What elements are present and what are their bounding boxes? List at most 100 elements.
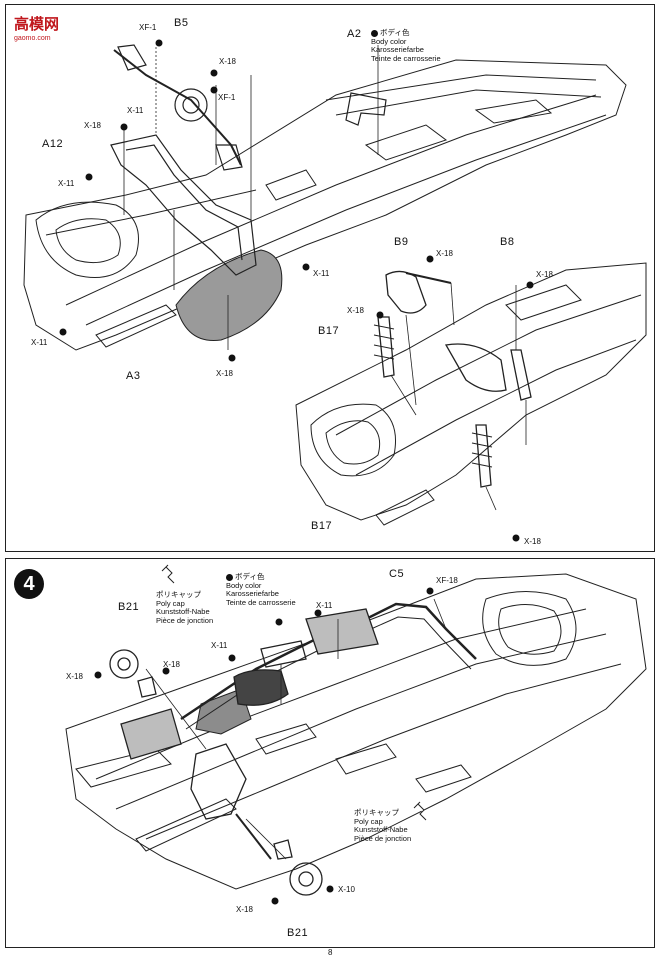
note-line-fr: Teinte de carrosserie — [226, 597, 296, 607]
screw-dot — [275, 618, 283, 626]
screw-dot — [426, 255, 434, 263]
front-drive-shaft — [235, 813, 272, 860]
muffler-rear — [120, 708, 182, 760]
note-line-ja: ボディ色 — [380, 28, 410, 37]
screw-dot — [376, 311, 384, 319]
note-line-de: Kunststoff-Nabe — [156, 607, 210, 616]
chassis-rib-1 — [65, 94, 597, 306]
note-line-fr: Pièce de jonction — [354, 833, 412, 843]
side-sill — [95, 304, 177, 348]
label-xf1-mid: XF-1 — [218, 93, 236, 102]
suspension-arm-a12 — [110, 134, 257, 276]
screw-dot — [314, 609, 322, 617]
muffler-front — [233, 669, 289, 706]
lower-arm-b8-post — [510, 349, 532, 401]
paint-dot-icon — [226, 573, 233, 581]
mudguard-a3 — [175, 249, 283, 342]
right-sill — [375, 489, 435, 526]
poly-cap-bottom — [273, 839, 293, 860]
wheel-arch-left — [35, 201, 139, 278]
front-sill — [135, 798, 237, 852]
floorpan-rib-2 — [115, 633, 607, 810]
body-detail-1 — [364, 124, 448, 161]
chassis-rib-2 — [85, 114, 607, 326]
screw-dot — [162, 667, 170, 675]
body-color-note: ボディ色 Body color Karosseriefarbe Teinte d… — [371, 28, 441, 63]
drive-shaft-b5 — [113, 49, 242, 166]
note-line-ja: ボディ色 — [235, 572, 265, 581]
b9-guide-line — [405, 314, 417, 406]
label-x11-a: X-11 — [211, 641, 228, 650]
step-4-panel: 4 — [5, 558, 655, 948]
chassis-detail-3 — [415, 764, 472, 793]
bracket-a2 — [345, 92, 387, 126]
label-x11-c: X-11 — [313, 269, 330, 278]
screw-dot — [426, 587, 434, 595]
note-line-en: Poly cap — [354, 816, 383, 826]
label-x11-b: X-11 — [58, 179, 75, 188]
screw-dot — [526, 281, 534, 289]
label-x18-g: X-18 — [524, 537, 541, 546]
note-line-ja: ポリキャップ — [354, 808, 399, 817]
step4-guide-line-5 — [245, 818, 287, 860]
note-line-fr: Pièce de jonction — [156, 615, 214, 625]
label-x11-a: X-11 — [127, 106, 144, 115]
label-x18-c: X-18 — [216, 369, 233, 378]
exhaust-pipe-c5 — [180, 602, 477, 721]
label-b9: B9 — [394, 236, 409, 248]
label-b21-bottom: B21 — [287, 927, 309, 939]
screw-dot — [59, 328, 67, 336]
screw-dot — [271, 897, 279, 905]
note-line-en: Body color — [226, 580, 262, 590]
rear-wheel-well-inner — [498, 604, 562, 655]
suspension-arm-a12-inner — [125, 144, 243, 261]
b17-guide-line — [390, 374, 417, 416]
label-b17-bottom: B17 — [311, 520, 333, 532]
diff-housing-inner — [182, 96, 200, 114]
right-wheel-arch — [310, 403, 396, 477]
right-body-detail — [505, 284, 582, 321]
step-3-panel: 高模网 gaomo.com — [5, 4, 655, 552]
chassis-detail-2 — [335, 743, 397, 775]
shock-spring-top — [373, 324, 395, 360]
cv-boot-lower — [215, 144, 243, 171]
front-drive-assembly — [190, 743, 247, 820]
label-b21-top: B21 — [118, 601, 140, 613]
label-c5: C5 — [389, 568, 405, 580]
chassis-rib-3 — [45, 189, 257, 236]
poly-cap-icon-top — [161, 564, 175, 584]
poly-cap-note-top: ポリキャップ Poly cap Kunststoff-Nabe Pièce de… — [156, 590, 214, 625]
poly-cap-top — [137, 676, 157, 698]
label-x11-d: X-11 — [31, 338, 48, 347]
body-detail-2 — [474, 99, 553, 124]
wheel-hub-b21-top — [109, 649, 139, 679]
chassis-detail-1 — [255, 723, 317, 755]
screw-dot — [210, 86, 218, 94]
note-line-en: Poly cap — [156, 598, 185, 608]
label-x18-e: X-18 — [536, 270, 553, 279]
front-crossmember — [75, 748, 172, 788]
note-line-de: Kunststoff-Nabe — [354, 825, 408, 834]
step4-guide-line-4 — [433, 598, 447, 630]
b17-guide-line-2 — [485, 486, 497, 511]
note-line-ja: ポリキャップ — [156, 590, 201, 599]
wheel-hub-b21-top-inner — [117, 657, 131, 671]
label-x18-b: X-18 — [84, 121, 101, 130]
note-line-fr: Teinte de carrosserie — [371, 53, 441, 63]
screw-dot — [155, 39, 163, 47]
label-xf1-top: XF-1 — [139, 23, 157, 32]
wheel-arch-inner — [55, 218, 121, 264]
rear-chassis-right-outline — [295, 262, 647, 521]
screw-dot — [94, 671, 102, 679]
step-4-assembly-drawing — [65, 564, 647, 905]
lower-arm-b8 — [444, 343, 507, 392]
page-number: 8 — [328, 948, 333, 957]
body-detail-3 — [265, 169, 317, 201]
screw-dot — [326, 885, 334, 893]
watermark-logo-text: 高模网 — [14, 15, 60, 33]
wheel-hub-b21-bottom-inner — [298, 871, 314, 887]
label-xf18: XF-18 — [436, 576, 458, 585]
upper-link-b9-bar — [405, 272, 452, 284]
label-x11-b: X-11 — [316, 601, 333, 610]
